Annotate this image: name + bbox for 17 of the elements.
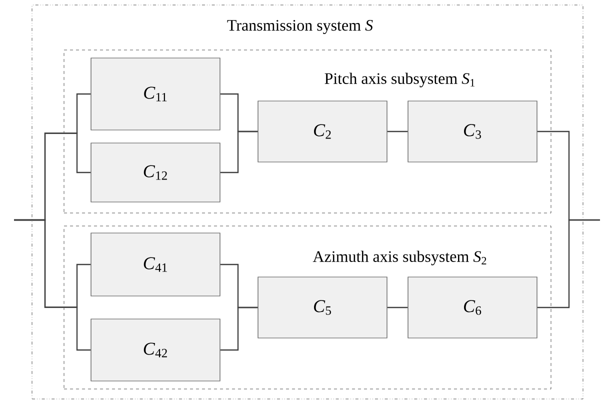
component-box: C$_{41}$ bbox=[90, 232, 220, 296]
component-box: C$_{2}$ bbox=[258, 100, 388, 162]
connector-line bbox=[387, 306, 408, 308]
subsystem-title: Pitch axis subsystem S$_{1}$ bbox=[324, 72, 475, 88]
connector-line bbox=[220, 130, 258, 174]
connector-line bbox=[220, 306, 258, 351]
component-box: C$_{42}$ bbox=[90, 318, 220, 382]
component-box: C$_{3}$ bbox=[408, 100, 538, 162]
component-box: C$_{11}$ bbox=[90, 58, 220, 130]
connector-line bbox=[537, 219, 600, 308]
connector-line bbox=[14, 219, 91, 351]
component-box: C$_{6}$ bbox=[408, 276, 538, 338]
component-box: C$_{12}$ bbox=[90, 142, 220, 202]
connector-line bbox=[387, 130, 408, 132]
subsystem-title: Azimuth axis subsystem S$_{2}$ bbox=[312, 250, 486, 266]
component-box: C$_{5}$ bbox=[258, 276, 388, 338]
frame-title: Transmission system S bbox=[227, 20, 373, 34]
